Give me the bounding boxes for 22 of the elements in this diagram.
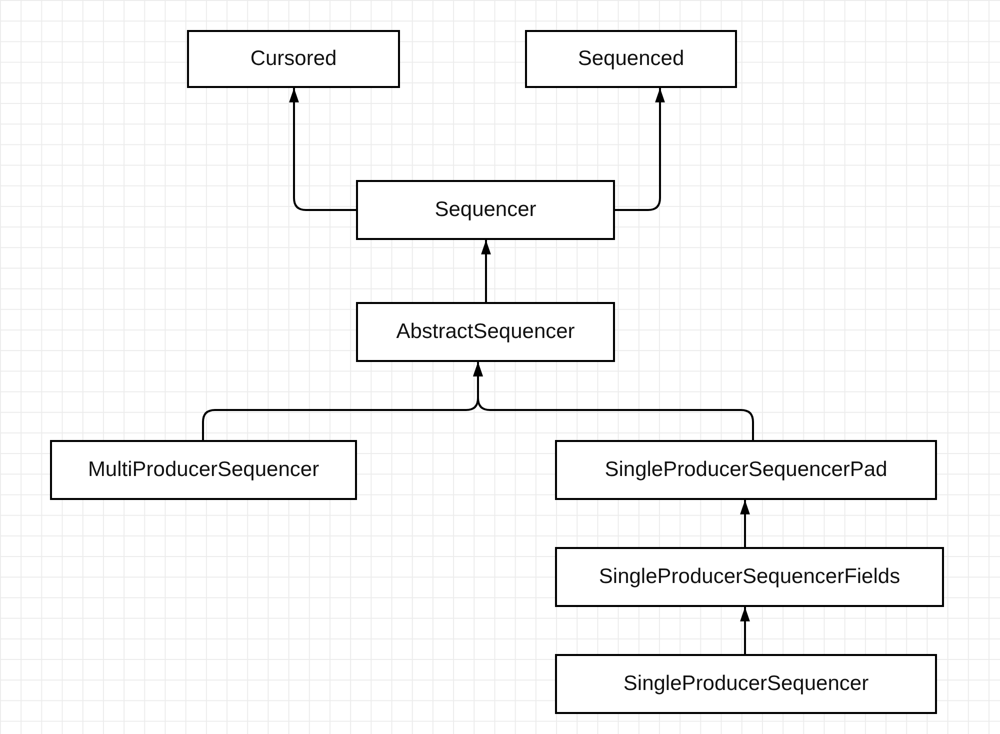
class-name: SingleProducerSequencerFields bbox=[598, 565, 900, 589]
class-box bbox=[50, 440, 357, 500]
inheritance-arrow bbox=[615, 88, 665, 211]
class-name: Sequenced bbox=[578, 47, 684, 71]
class-box bbox=[555, 440, 937, 500]
inheritance-arrow bbox=[740, 500, 750, 547]
inheritance-arrow bbox=[289, 88, 356, 211]
class-box bbox=[555, 547, 944, 607]
class-box bbox=[525, 30, 737, 88]
class-name: Sequencer bbox=[434, 198, 536, 222]
class-box bbox=[356, 180, 615, 240]
class-name: AbstractSequencer bbox=[396, 320, 575, 344]
class-box bbox=[356, 302, 615, 362]
inheritance-arrow bbox=[473, 362, 754, 440]
class-name: SingleProducerSequencer bbox=[623, 672, 869, 696]
class-name: SingleProducerSequencerPad bbox=[604, 458, 888, 482]
inheritance-arrow bbox=[481, 240, 491, 302]
class-box bbox=[187, 30, 400, 88]
inheritance-arrow bbox=[740, 607, 750, 654]
class-box bbox=[555, 654, 937, 714]
class-name: MultiProducerSequencer bbox=[88, 458, 320, 482]
class-name: Cursored bbox=[250, 47, 337, 71]
